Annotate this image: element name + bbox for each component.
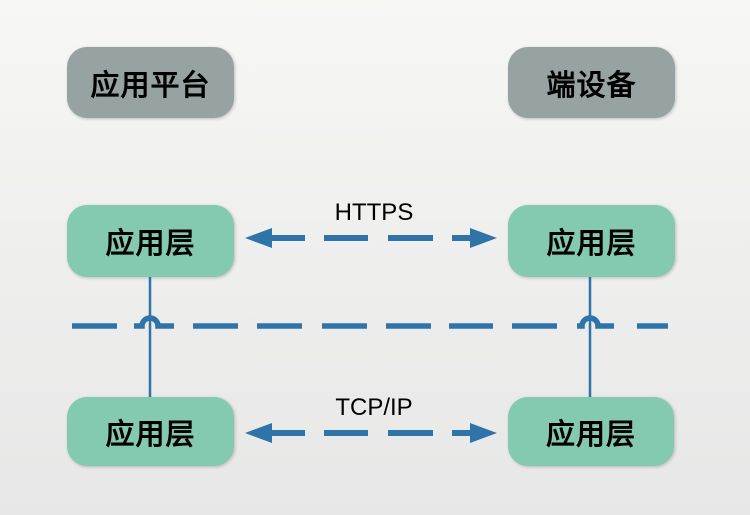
tcpip-arrow (245, 423, 497, 443)
https-arrowhead-left (245, 228, 272, 248)
node-device-app-layer-bottom: 应用层 (508, 397, 674, 466)
node-application-platform: 应用平台 (67, 47, 234, 118)
https-arrowhead-right (470, 228, 497, 248)
node-platform-app-layer-top-label: 应用层 (105, 228, 196, 260)
boundary-line-right-jump (577, 315, 614, 329)
node-platform-app-layer-top: 应用层 (67, 205, 234, 277)
node-application-platform-label: 应用平台 (90, 69, 211, 102)
node-platform-app-layer-bottom-label: 应用层 (105, 418, 196, 451)
https-edge-label: HTTPS (334, 199, 414, 226)
node-end-device-label: 端设备 (546, 69, 637, 102)
node-device-app-layer-top: 应用层 (508, 205, 675, 277)
boundary-dashed-line (72, 315, 668, 329)
boundary-line-left-jump (134, 315, 174, 329)
node-device-app-layer-top-label: 应用层 (546, 228, 637, 260)
node-end-device: 端设备 (508, 47, 675, 118)
tcpip-arrowhead-right (470, 423, 497, 443)
node-platform-app-layer-bottom: 应用层 (67, 397, 234, 466)
tcpip-arrowhead-left (245, 423, 272, 443)
https-arrow (245, 228, 497, 248)
tcpip-edge-label: TCP/IP (335, 394, 413, 421)
node-device-app-layer-bottom-label: 应用层 (545, 418, 636, 451)
